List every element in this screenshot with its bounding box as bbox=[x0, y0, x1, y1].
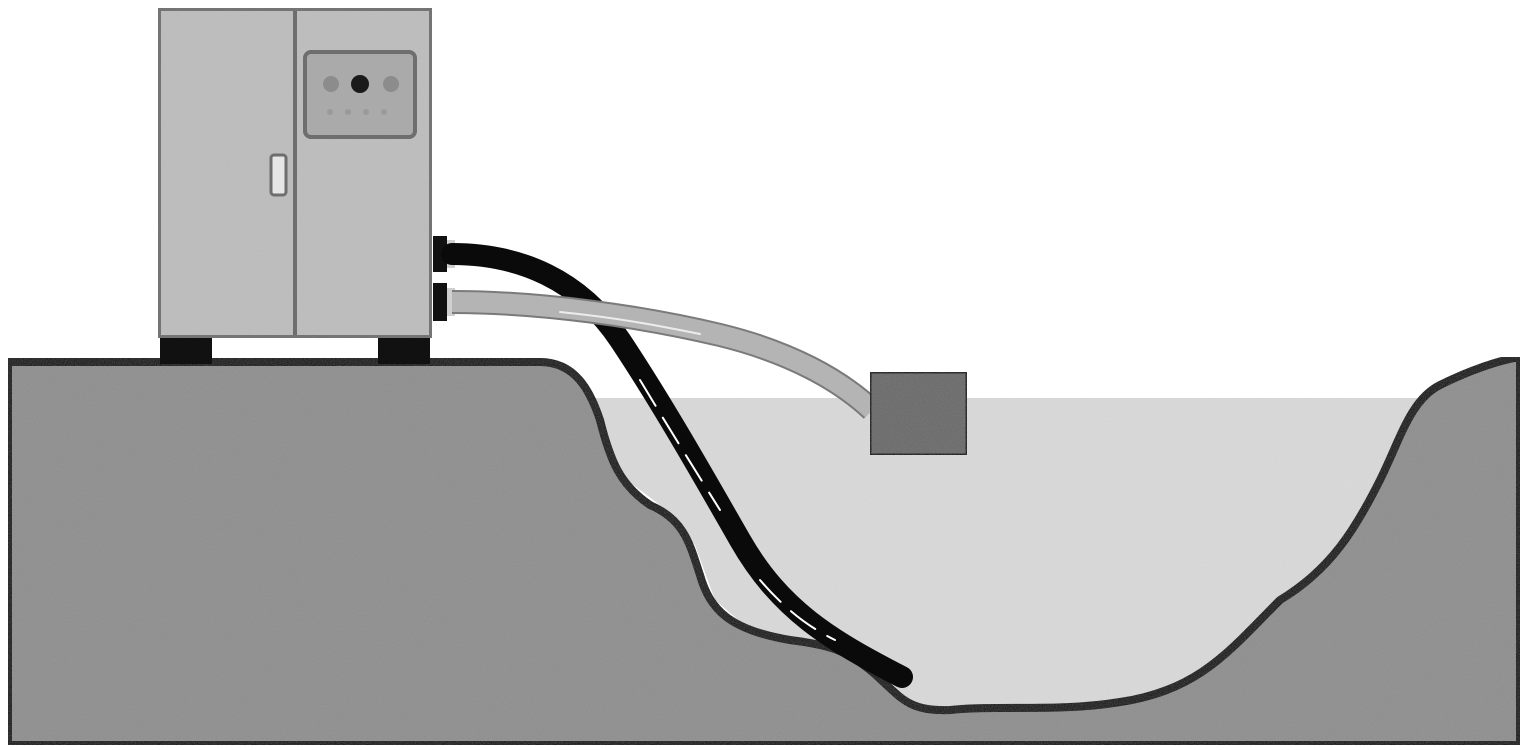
connector-upper bbox=[433, 236, 447, 272]
cabinet-door-handle bbox=[269, 153, 288, 197]
panel-dot-1 bbox=[327, 109, 333, 115]
panel-dot-4 bbox=[381, 109, 387, 115]
light-hose bbox=[451, 290, 881, 419]
dark-hose-highlight bbox=[639, 379, 836, 641]
cabinet-foot-left bbox=[160, 338, 212, 364]
panel-dot-3 bbox=[363, 109, 369, 115]
panel-dot-2 bbox=[345, 109, 351, 115]
connector-lower bbox=[433, 283, 447, 321]
connector-lower-collar bbox=[447, 288, 455, 316]
submerged-block bbox=[868, 370, 969, 457]
indicator-light-center bbox=[351, 75, 369, 93]
ground bbox=[4, 353, 1524, 749]
indicator-light-left bbox=[323, 76, 339, 92]
dark-hose-body bbox=[441, 243, 913, 688]
cabinet-icon bbox=[155, 5, 435, 341]
indicator-light-right bbox=[383, 76, 399, 92]
control-panel bbox=[303, 50, 417, 139]
light-hose-fill bbox=[451, 292, 879, 418]
dark-hose bbox=[441, 243, 913, 688]
light-hose-highlight bbox=[559, 311, 701, 335]
block-icon bbox=[868, 370, 969, 457]
cabinet-foot-right bbox=[378, 338, 430, 364]
